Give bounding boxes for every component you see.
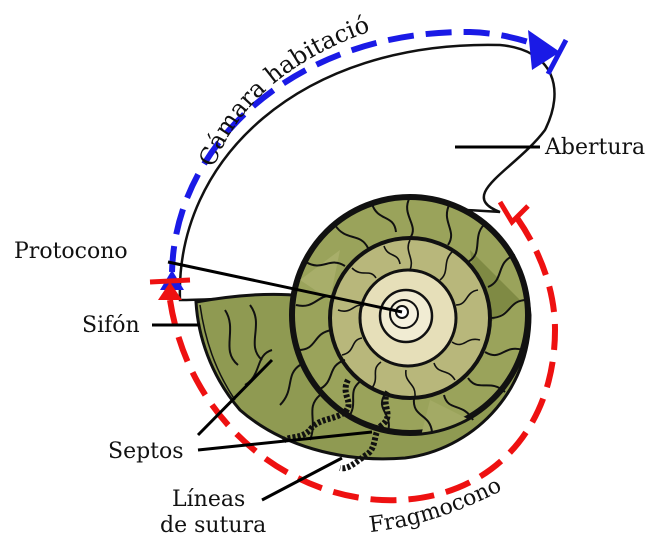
septos-label: Septos xyxy=(108,439,184,464)
lineas-label: Líneas xyxy=(172,487,245,512)
fragmocono-tick-top xyxy=(500,202,528,222)
de-sutura-label: de sutura xyxy=(160,513,266,538)
fragmocono-tick-start xyxy=(150,280,190,282)
sifon-label: Sifón xyxy=(82,313,140,338)
protocono-label: Protocono xyxy=(14,239,128,264)
fragmocono-label: Fragmocono xyxy=(368,473,506,538)
abertura-label: Abertura xyxy=(544,135,645,160)
